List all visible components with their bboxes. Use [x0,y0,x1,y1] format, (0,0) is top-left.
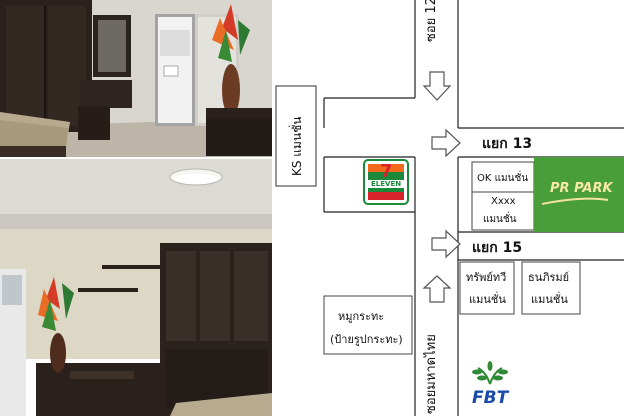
fbt-logo [472,361,508,385]
pr-park-label: PR PARK [550,181,613,196]
sapthawee-box [459,261,515,315]
ok-mansion-label: OK แมนชั่น [477,173,529,184]
sapthawee-line1: ทรัพย์ทวี [466,271,507,284]
ks-mansion-box [275,85,317,187]
arrow-down-icon [422,71,452,101]
seven-eleven-text: ELEVEN [371,180,402,188]
mookata-line2: (ป้ายรูปกระทะ) [330,333,403,346]
fbt-label: FBT [472,388,509,408]
seven-eleven-logo [363,159,409,205]
arrow-right-icon [431,229,461,259]
xxxx-mansion-line2: แมนชั่น [483,214,517,225]
room-photo-bottom [0,159,272,416]
arrow-right-icon [431,128,461,158]
xxxx-mansion-line1: Xxxx [491,196,516,207]
xxxx-mansion-box [471,191,535,231]
junction13-label: แยก 13 [482,136,533,152]
ks-mansion-label: KS แมนชั่น [290,116,304,177]
thanarom-line1: ธนภิรมย์ [528,271,570,284]
mookata-box [323,295,413,355]
photo-divider [0,157,272,159]
junction15-label: แยก 15 [472,240,523,256]
room-photo-top [0,0,272,157]
main-road-label: ซอยมหาดไทย [424,334,439,414]
seven-eleven-number: 7 [380,161,393,182]
ok-mansion-box [471,161,535,193]
arrow-up-icon [422,275,452,303]
soi12-label: ซอย 12 [424,0,439,42]
thanarom-box [521,261,581,315]
pr-park-box [534,157,624,232]
location-map: ซอย 12 KS แมนชั่น แยก 13 แยก 15 OK แมนชั… [272,0,624,416]
sapthawee-line2: แมนชั่น [469,293,506,306]
map-roads [275,0,624,416]
thanarom-line2: แมนชั่น [531,293,568,306]
mookata-line1: หมูกระทะ [338,310,385,323]
